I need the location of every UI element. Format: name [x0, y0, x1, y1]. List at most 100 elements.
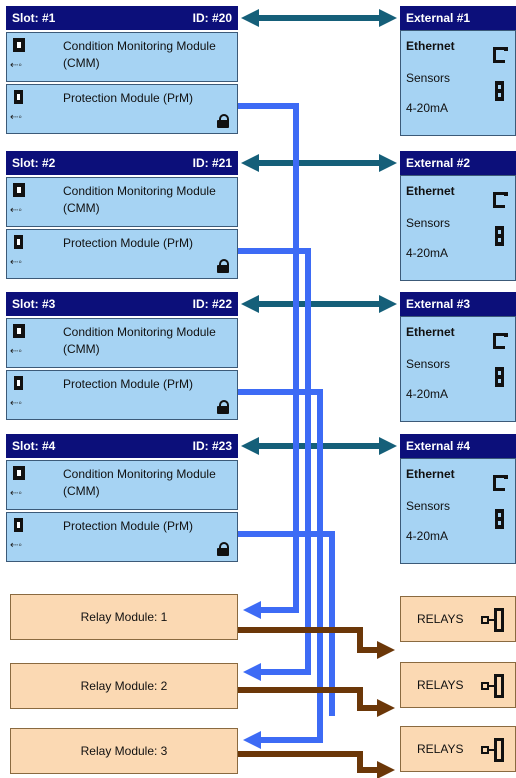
- module-title: Condition Monitoring Module (CMM): [63, 39, 216, 70]
- relay-module: Relay Module: 3: [10, 728, 238, 774]
- slot-id: ID: #20: [192, 11, 232, 25]
- sensors-label: Sensors: [406, 499, 451, 513]
- protection-to-relay-line: [238, 531, 335, 716]
- slot-header: Slot: #4 ID: #23: [6, 434, 238, 458]
- external-body: Ethernet Sensors 4-20mA: [400, 175, 516, 281]
- slot-header: Slot: #3 ID: #22: [6, 292, 238, 316]
- relays-output: RELAYS: [400, 726, 516, 772]
- external-header: External #4: [400, 434, 516, 458]
- analog-label: 4-20mA: [406, 246, 449, 260]
- relay-output-arrow: [238, 627, 395, 659]
- module-chip-icon: [13, 183, 25, 197]
- module-title: Protection Module (PrM): [63, 519, 194, 533]
- external-card: External #3 Ethernet Sensors 4-20mA: [400, 292, 516, 422]
- module-title: Condition Monitoring Module (CMM): [63, 184, 216, 215]
- module-chip-icon: [13, 324, 25, 338]
- slot-id: ID: #23: [192, 439, 232, 453]
- usb-icon: ⇠◦: [10, 540, 22, 551]
- relay-module: Relay Module: 1: [10, 594, 238, 640]
- external-header: External #3: [400, 292, 516, 316]
- external-header: External #1: [400, 6, 516, 30]
- ethernet-port-icon: [493, 192, 508, 208]
- module-icon: ⇠◦: [10, 36, 28, 78]
- usb-icon: ⇠◦: [10, 346, 22, 357]
- usb-icon: ⇠◦: [10, 112, 22, 123]
- ethernet-label: Ethernet: [406, 39, 455, 53]
- module-chip-icon: [13, 466, 25, 480]
- io-connector-icon: [495, 81, 504, 101]
- external-card: External #4 Ethernet Sensors 4-20mA: [400, 434, 516, 564]
- module-icon: ⇠◦: [10, 233, 28, 275]
- ethernet-label: Ethernet: [406, 184, 455, 198]
- module-icon: ⇠◦: [10, 516, 28, 558]
- slot-card: Slot: #1 ID: #20 ⇠◦ Condition Monitoring…: [6, 6, 238, 134]
- module-icon: ⇠◦: [10, 88, 28, 130]
- external-body: Ethernet Sensors 4-20mA: [400, 316, 516, 422]
- ethernet-label: Ethernet: [406, 467, 455, 481]
- slot-label: Slot: #1: [12, 11, 56, 25]
- usb-icon: ⇠◦: [10, 398, 22, 409]
- external-card: External #2 Ethernet Sensors 4-20mA: [400, 151, 516, 281]
- ethernet-port-icon: [493, 47, 508, 63]
- relay-output-arrow: [238, 687, 395, 717]
- relays-output: RELAYS: [400, 596, 516, 642]
- lock-icon: [217, 542, 229, 556]
- module-chip-icon: [13, 38, 25, 52]
- module-title: Condition Monitoring Module (CMM): [63, 467, 216, 498]
- lock-icon: [217, 259, 229, 273]
- relay-module-label: Relay Module: 1: [80, 610, 168, 624]
- slot-label: Slot: #2: [12, 156, 56, 170]
- relay-network-icon: [481, 738, 507, 762]
- module-title: Protection Module (PrM): [63, 377, 194, 391]
- module-chip-icon: [14, 376, 23, 390]
- module-chip-icon: [14, 518, 23, 532]
- protection-to-relay-line: [238, 103, 299, 619]
- io-connector-icon: [495, 509, 504, 529]
- protection-to-relay-line: [238, 248, 311, 681]
- external-header: External #2: [400, 151, 516, 175]
- relay-module-label: Relay Module: 2: [80, 679, 168, 693]
- slot-label: Slot: #4: [12, 439, 56, 453]
- slot-header: Slot: #1 ID: #20: [6, 6, 238, 30]
- module-cmm: ⇠◦ Condition Monitoring Module (CMM): [6, 318, 238, 368]
- sensors-label: Sensors: [406, 216, 451, 230]
- relay-network-icon: [481, 674, 507, 698]
- module-icon: ⇠◦: [10, 374, 28, 416]
- slot-card: Slot: #3 ID: #22 ⇠◦ Condition Monitoring…: [6, 292, 238, 420]
- external-label: External #4: [406, 439, 471, 453]
- lock-icon: [217, 400, 229, 414]
- external-card: External #1 Ethernet Sensors 4-20mA: [400, 6, 516, 136]
- slot-header: Slot: #2 ID: #21: [6, 151, 238, 175]
- slot-id: ID: #22: [192, 297, 232, 311]
- usb-icon: ⇠◦: [10, 257, 22, 268]
- slot-card: Slot: #4 ID: #23 ⇠◦ Condition Monitoring…: [6, 434, 238, 562]
- relays-label: RELAYS: [417, 742, 464, 756]
- external-body: Ethernet Sensors 4-20mA: [400, 30, 516, 136]
- slot-card: Slot: #2 ID: #21 ⇠◦ Condition Monitoring…: [6, 151, 238, 279]
- external-label: External #1: [406, 11, 471, 25]
- slot-label: Slot: #3: [12, 297, 56, 311]
- relay-output-arrow: [238, 751, 395, 778]
- slot-id: ID: #21: [192, 156, 232, 170]
- usb-icon: ⇠◦: [10, 205, 22, 216]
- lock-icon: [217, 114, 229, 128]
- external-label: External #2: [406, 156, 471, 170]
- analog-label: 4-20mA: [406, 387, 449, 401]
- ethernet-port-icon: [493, 475, 508, 491]
- relay-network-icon: [481, 608, 507, 632]
- module-title: Protection Module (PrM): [63, 236, 194, 250]
- usb-icon: ⇠◦: [10, 60, 22, 71]
- io-connector-icon: [495, 226, 504, 246]
- external-body: Ethernet Sensors 4-20mA: [400, 458, 516, 564]
- module-icon: ⇠◦: [10, 181, 28, 223]
- relays-label: RELAYS: [417, 612, 464, 626]
- relay-module: Relay Module: 2: [10, 663, 238, 709]
- external-label: External #3: [406, 297, 471, 311]
- relays-label: RELAYS: [417, 678, 464, 692]
- module-chip-icon: [14, 235, 23, 249]
- module-cmm: ⇠◦ Condition Monitoring Module (CMM): [6, 177, 238, 227]
- io-connector-icon: [495, 367, 504, 387]
- analog-label: 4-20mA: [406, 529, 449, 543]
